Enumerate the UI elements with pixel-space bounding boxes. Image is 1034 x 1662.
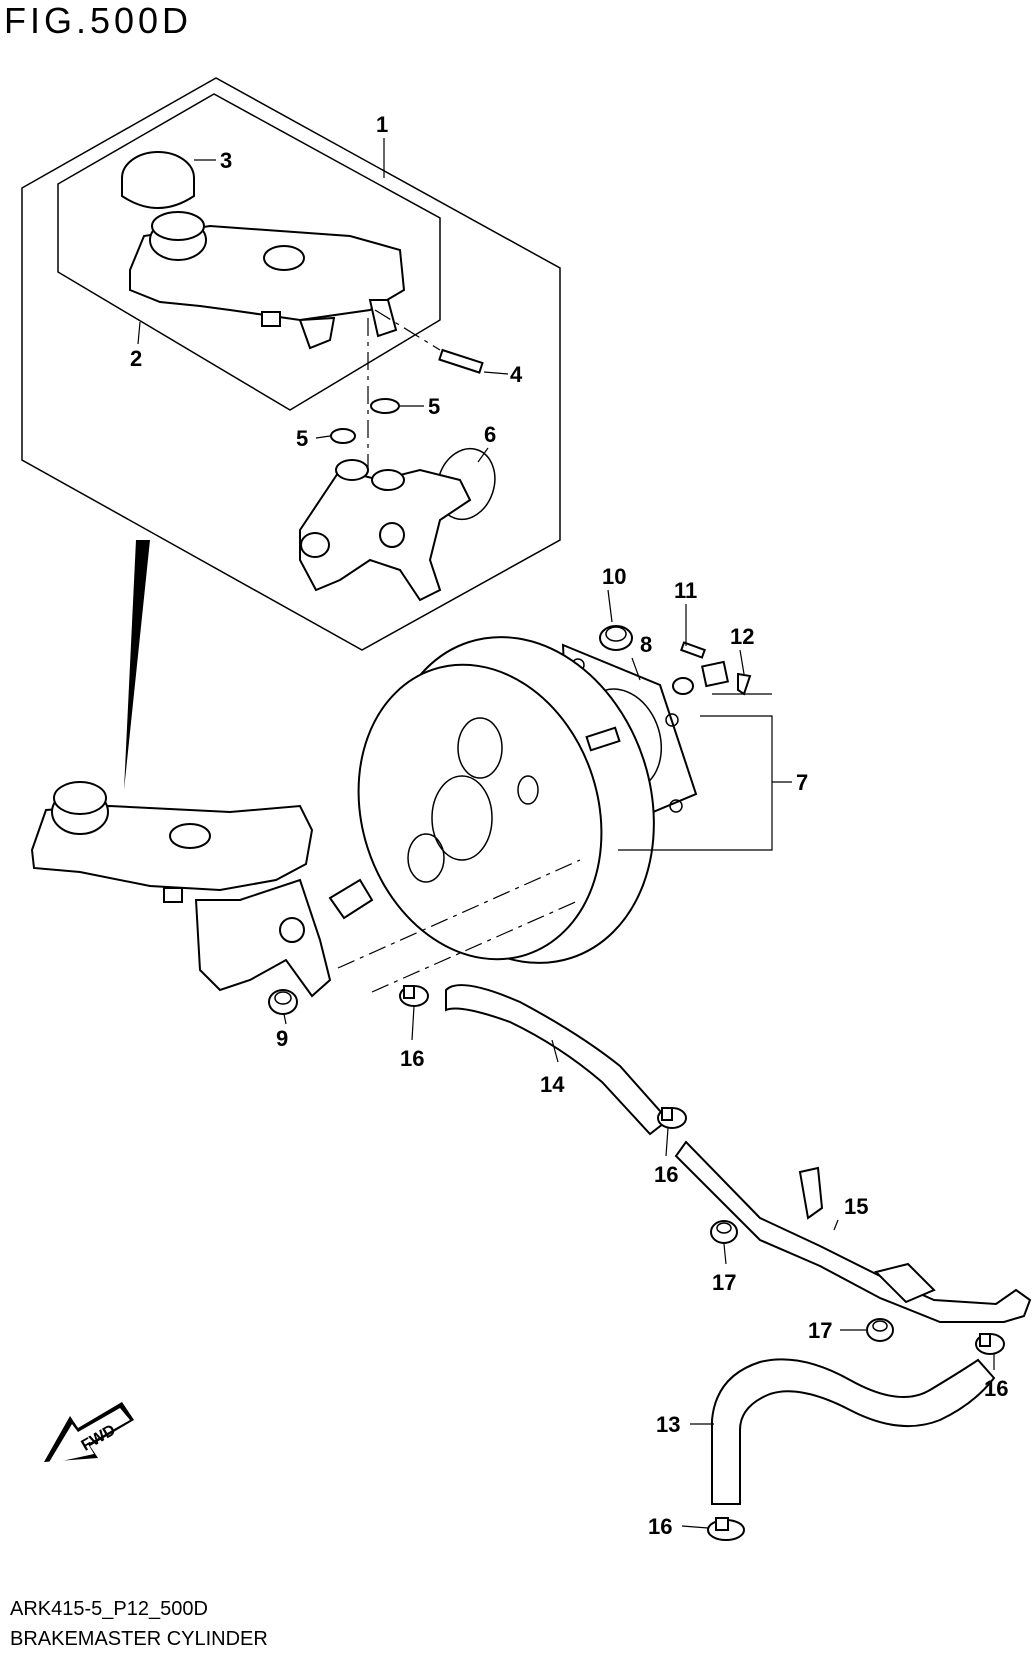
callout-14: 14 (540, 1072, 565, 1097)
reservoir-cap (121, 151, 195, 209)
callout-16-booster: 16 (400, 1046, 424, 1071)
callout-10: 10 (602, 564, 626, 589)
hose-clamp-16d (707, 1517, 745, 1541)
callout-17-lower: 17 (808, 1318, 832, 1343)
callout-8: 8 (640, 632, 652, 657)
clevis-pin (680, 641, 706, 659)
snap-clip (737, 672, 752, 696)
exploded-view-pointer (124, 540, 150, 790)
hose-clamp-16b (657, 1107, 687, 1129)
callout-13: 13 (656, 1412, 680, 1437)
callout-16-mid: 16 (654, 1162, 678, 1187)
booster-nut-10 (599, 625, 633, 651)
figure-code: ARK415-5_P12_500D (10, 1598, 208, 1620)
callout-17-upper: 17 (712, 1270, 736, 1295)
callout-16-bottom: 16 (648, 1514, 672, 1539)
figure-name: BRAKEMASTER CYLINDER (10, 1628, 268, 1650)
callout-5-upper: 5 (428, 394, 440, 419)
callout-5-lower: 5 (296, 426, 308, 451)
callout-3: 3 (220, 148, 232, 173)
callout-6: 6 (484, 422, 496, 447)
retaining-pin (438, 348, 484, 374)
hose-clamp-16a (399, 985, 429, 1007)
callout-9: 9 (276, 1026, 288, 1051)
grommet-upper (370, 398, 400, 414)
callout-1: 1 (376, 112, 388, 137)
pipe-nut-17a (710, 1220, 738, 1244)
vacuum-hose-13 (711, 1358, 996, 1505)
pipe-bracket (798, 1166, 824, 1220)
callout-15: 15 (844, 1194, 868, 1219)
pipe-guard (874, 1262, 936, 1304)
hose-clamp-16c (975, 1333, 1005, 1355)
figure-title: FIG.500D (4, 0, 193, 41)
reservoir-upper (129, 211, 406, 350)
mounting-nut-9 (268, 989, 298, 1015)
callout-16-end: 16 (984, 1376, 1008, 1401)
callout-2: 2 (130, 346, 142, 371)
callout-12: 12 (730, 624, 754, 649)
vacuum-pipe-15 (674, 1140, 1032, 1323)
brake-booster (357, 636, 655, 964)
assembly-frame-inner (57, 93, 441, 411)
fwd-arrow-icon (44, 1402, 134, 1464)
clevis (672, 660, 730, 695)
master-cylinder-body-exploded (299, 459, 472, 602)
callout-7: 7 (796, 770, 808, 795)
callout-11: 11 (674, 578, 697, 603)
callout-4: 4 (510, 362, 523, 387)
master-cylinder-assembled (30, 781, 374, 998)
grommet-lower (330, 428, 356, 444)
pipe-nut-17b (866, 1318, 894, 1342)
assembly-frame-outer (21, 77, 561, 651)
vacuum-hose-14 (445, 984, 670, 1136)
